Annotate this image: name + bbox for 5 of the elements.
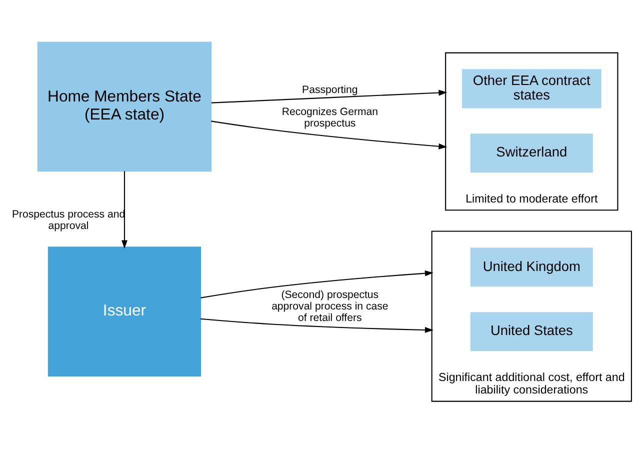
edge-label: (Second) prospectus approval process in case of retail offers [272,288,388,324]
node-label: Limited to moderate effort [466,192,598,206]
node-label: Significant additional cost, effort and liability considerations [438,371,625,397]
edge-label: Passporting [302,84,358,96]
edge-label: Recognizes German prospectus [282,106,378,130]
